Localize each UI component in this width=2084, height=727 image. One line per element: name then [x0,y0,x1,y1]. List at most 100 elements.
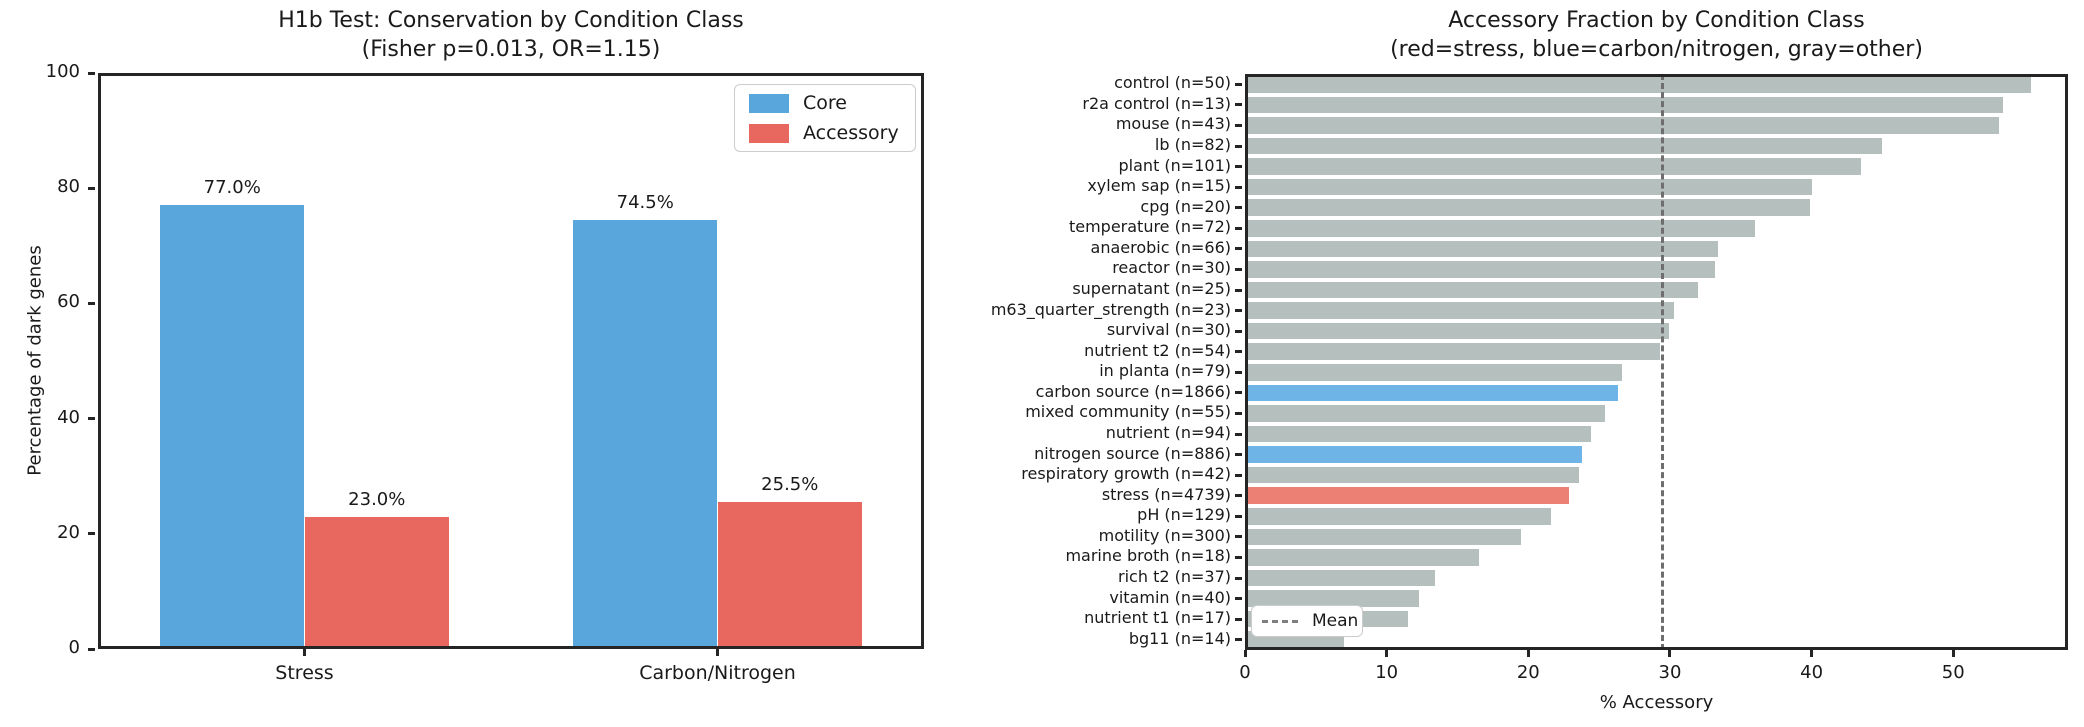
bar-accessory-stress [304,516,450,649]
y-tick-mark [88,532,95,536]
bar-carbon-source [1245,384,1618,402]
category-label: respiratory growth (n=42) [1021,464,1231,484]
category-label: vitamin (n=40) [1109,587,1231,607]
category-label: lb (n=82) [1154,135,1231,154]
category-label: cpg (n=20) [1140,196,1231,216]
bar-rich-t2 [1245,569,1435,587]
y-tick-mark [1235,473,1242,477]
x-tick-mark [1385,650,1389,657]
y-tick-mark [1235,185,1242,189]
left-chart-title-line2: (Fisher p=0.013, OR=1.15) [361,37,661,62]
y-tick-label: 80 [57,176,80,198]
y-tick-mark [1235,123,1242,127]
y-tick-mark [1235,453,1242,457]
y-tick-mark [1235,370,1242,374]
left-chart-title-line1: H1b Test: Conservation by Condition Clas… [278,8,744,33]
y-tick-mark [1235,309,1242,313]
y-tick-mark [1235,165,1242,169]
x-tick-mark [1951,650,1955,657]
y-tick-mark [1235,144,1242,148]
bar-accessory-carbon-nitrogen [717,502,863,649]
bar-core-stress [159,205,305,649]
x-tick-label: 50 [1941,662,1965,683]
bar-pH [1245,508,1551,525]
category-label: nitrogen source (n=886) [1034,443,1231,463]
x-tick-mark [1243,650,1247,657]
legend-entry-core: Core [749,92,901,114]
bar-respiratory-growth [1245,466,1580,484]
y-tick-mark [1235,555,1242,559]
y-tick-mark [1235,226,1242,230]
bar-cpg [1245,199,1811,216]
category-label: nutrient t1 (n=17) [1084,608,1231,628]
bar-survival [1245,322,1669,340]
y-tick-mark [1235,350,1242,354]
bar-temperature [1245,220,1755,237]
legend-series-label: Core [803,92,847,114]
right-chart-title: Accessory Fraction by Condition Class (r… [1245,6,2068,64]
category-label: anaerobic (n=66) [1090,237,1231,257]
right-chart-title-line2: (red=stress, blue=carbon/nitrogen, gray=… [1390,37,1923,62]
y-tick-mark [1235,576,1242,580]
y-tick-label: 100 [45,61,80,82]
y-tick-mark [1235,597,1242,601]
category-label: mixed community (n=55) [1025,402,1231,422]
accessory-swatch-icon [749,123,789,143]
y-tick-mark [1235,82,1242,86]
right-chart-title-line1: Accessory Fraction by Condition Class [1448,8,1865,33]
category-label: nutrient (n=94) [1105,423,1231,442]
y-tick-mark [1235,267,1242,271]
right-chart-xlabel: % Accessory [1599,692,1714,713]
bar-value-label: 74.5% [616,191,674,213]
y-tick-mark [88,186,95,190]
x-tick-mark [1526,650,1530,657]
y-tick-label: 20 [57,521,80,543]
bar-xylem-sap [1245,178,1812,196]
bar-value-label: 23.0% [348,488,406,510]
x-tick-mark [1810,650,1814,657]
left-chart-ylabel: Percentage of dark genes [24,245,46,476]
category-label: carbon source (n=1866) [1035,381,1231,401]
category-label: in planta (n=79) [1099,361,1231,381]
legend-mean-label: Mean [1312,611,1359,631]
y-tick-mark [1235,103,1242,107]
x-tick-label: 20 [1516,662,1540,683]
category-label: bg11 (n=14) [1128,628,1231,648]
category-label: r2a control (n=13) [1082,93,1231,113]
bar-stress [1245,487,1570,504]
y-tick-mark [1235,432,1242,436]
category-label: m63_quarter_strength (n=23) [990,299,1231,319]
x-tick-label: 30 [1658,662,1682,683]
x-tick-label: 0 [1239,662,1251,683]
x-tick-mark [716,649,719,656]
category-label: motility (n=300) [1098,525,1231,545]
bar-nutrient-t2 [1245,343,1661,360]
category-label: rich t2 (n=37) [1118,567,1231,586]
category-label: control (n=50) [1114,73,1231,93]
y-tick-mark [1235,329,1242,333]
y-tick-mark [1235,535,1242,539]
bar-control [1245,76,2032,93]
bar-in-planta [1245,364,1622,381]
y-tick-mark [1235,638,1242,642]
category-label: temperature (n=72) [1068,217,1231,237]
y-tick-mark [88,71,95,75]
x-category-label: Carbon/Nitrogen [639,662,796,684]
legend-entry-mean: Mean [1262,611,1358,631]
y-tick-mark [88,647,95,651]
x-category-label: Stress [275,662,334,684]
bar-r2a-control [1245,96,2003,114]
category-label: reactor (n=30) [1112,258,1231,278]
y-tick-mark [1235,514,1242,518]
y-tick-mark [1235,494,1242,498]
bar-lb [1245,137,1883,155]
bar-plant [1245,158,1862,175]
x-tick-label: 10 [1375,662,1399,683]
category-label: plant (n=101) [1118,155,1231,175]
bar-marine-broth [1245,549,1479,566]
category-label: stress (n=4739) [1101,484,1231,504]
